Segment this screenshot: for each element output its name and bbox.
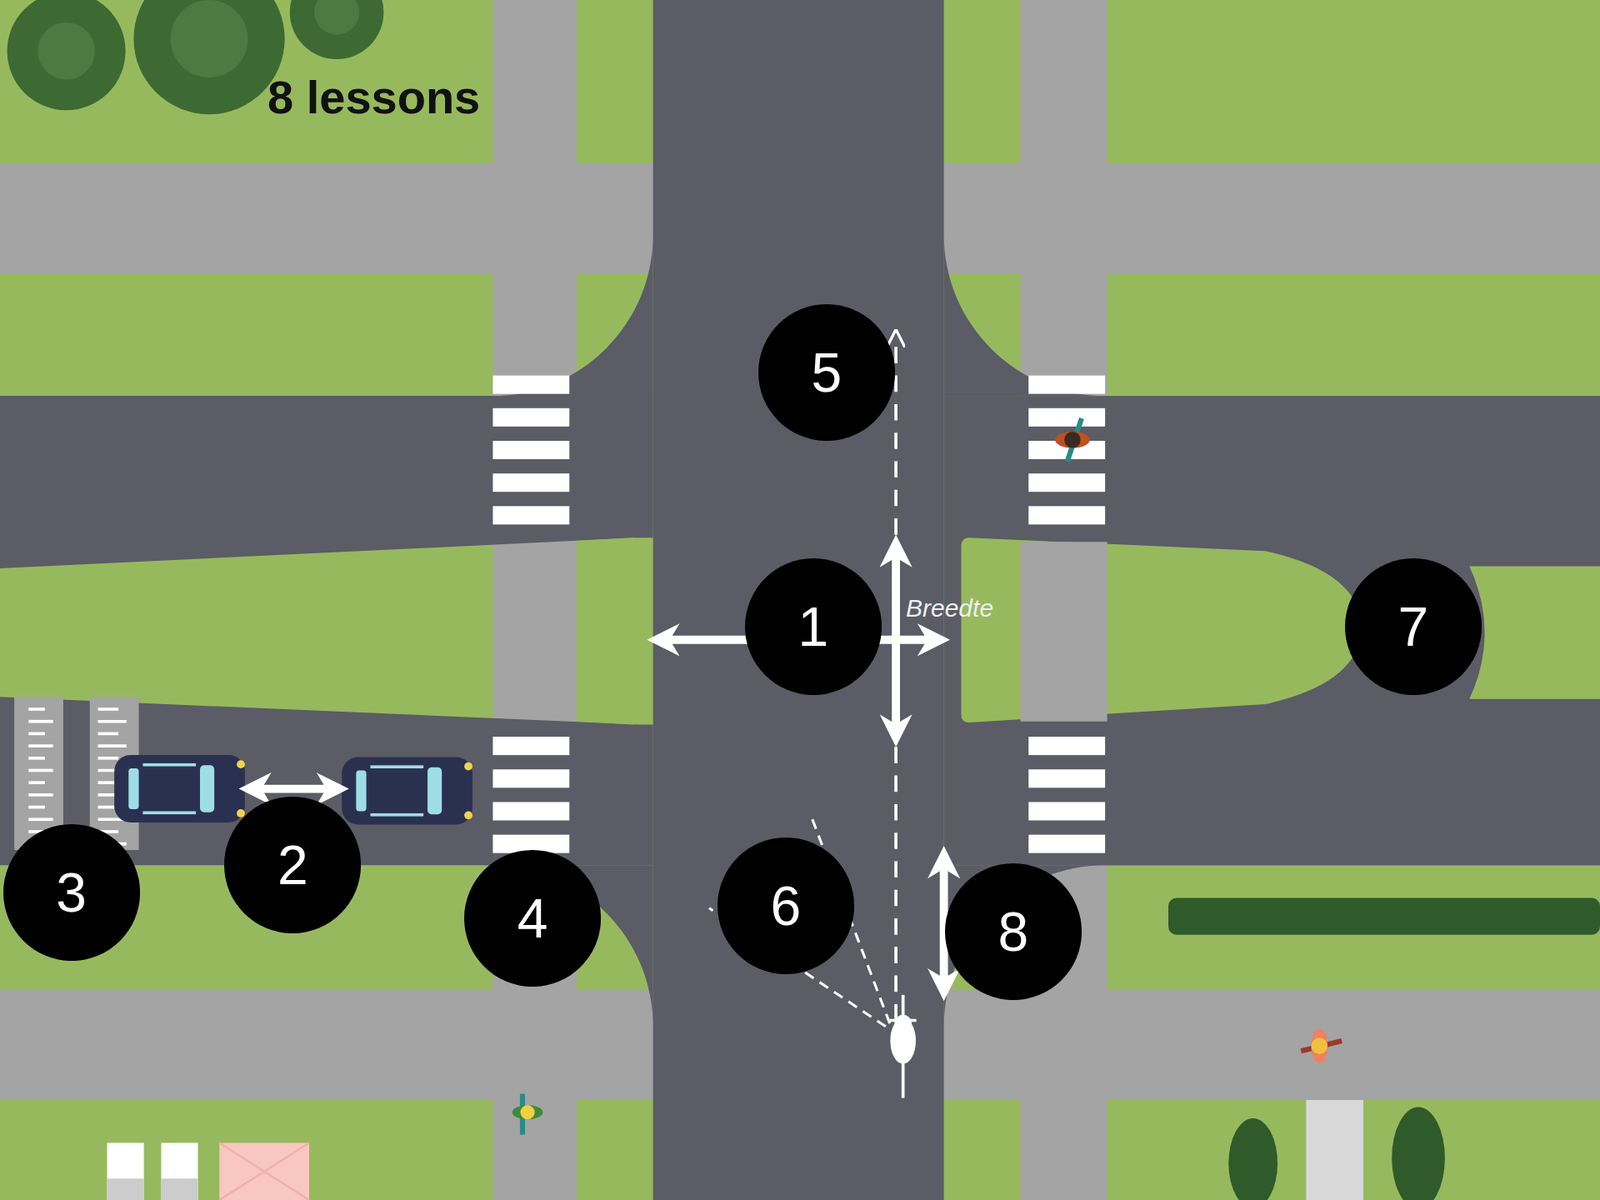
path [1305, 1100, 1364, 1200]
callout-circle: 6 [717, 837, 855, 975]
callout-circle: 8 [945, 863, 1082, 1000]
callout-number: 5 [758, 304, 895, 441]
callout-circle: 3 [3, 824, 140, 961]
cyclist [890, 995, 917, 1099]
callout-number: 6 [717, 837, 855, 975]
distance-arrow [255, 785, 333, 794]
pedestrian [1055, 418, 1090, 461]
measure-label: Breedte [905, 594, 994, 622]
callout-number: 3 [3, 824, 140, 961]
sidewalk [1020, 541, 1107, 722]
pedestrian [1300, 1028, 1342, 1064]
callout-circle: 1 [745, 558, 882, 695]
median [960, 537, 1362, 723]
sight-lines [709, 816, 890, 1027]
callout-number: 4 [464, 850, 601, 987]
lane-line [894, 336, 898, 1020]
median [576, 537, 640, 725]
buildings [107, 1142, 310, 1200]
pedestrian [512, 1094, 544, 1135]
callout-circle: 5 [758, 304, 895, 441]
median [1469, 566, 1600, 700]
callout-circle: 2 [224, 796, 361, 934]
callout-number: 2 [224, 796, 361, 934]
callout-number: 1 [745, 558, 882, 695]
callout-number: 8 [945, 863, 1082, 1000]
crosswalks [492, 375, 1105, 854]
callout-circle: 7 [1345, 558, 1482, 695]
bush [1228, 1118, 1278, 1200]
title: 8 lessons [267, 71, 480, 124]
callout-circle: 4 [464, 850, 601, 987]
bush [1391, 1107, 1445, 1200]
hedge [1168, 898, 1600, 935]
callout-number: 7 [1345, 558, 1482, 695]
car [341, 757, 473, 825]
car [114, 755, 245, 823]
